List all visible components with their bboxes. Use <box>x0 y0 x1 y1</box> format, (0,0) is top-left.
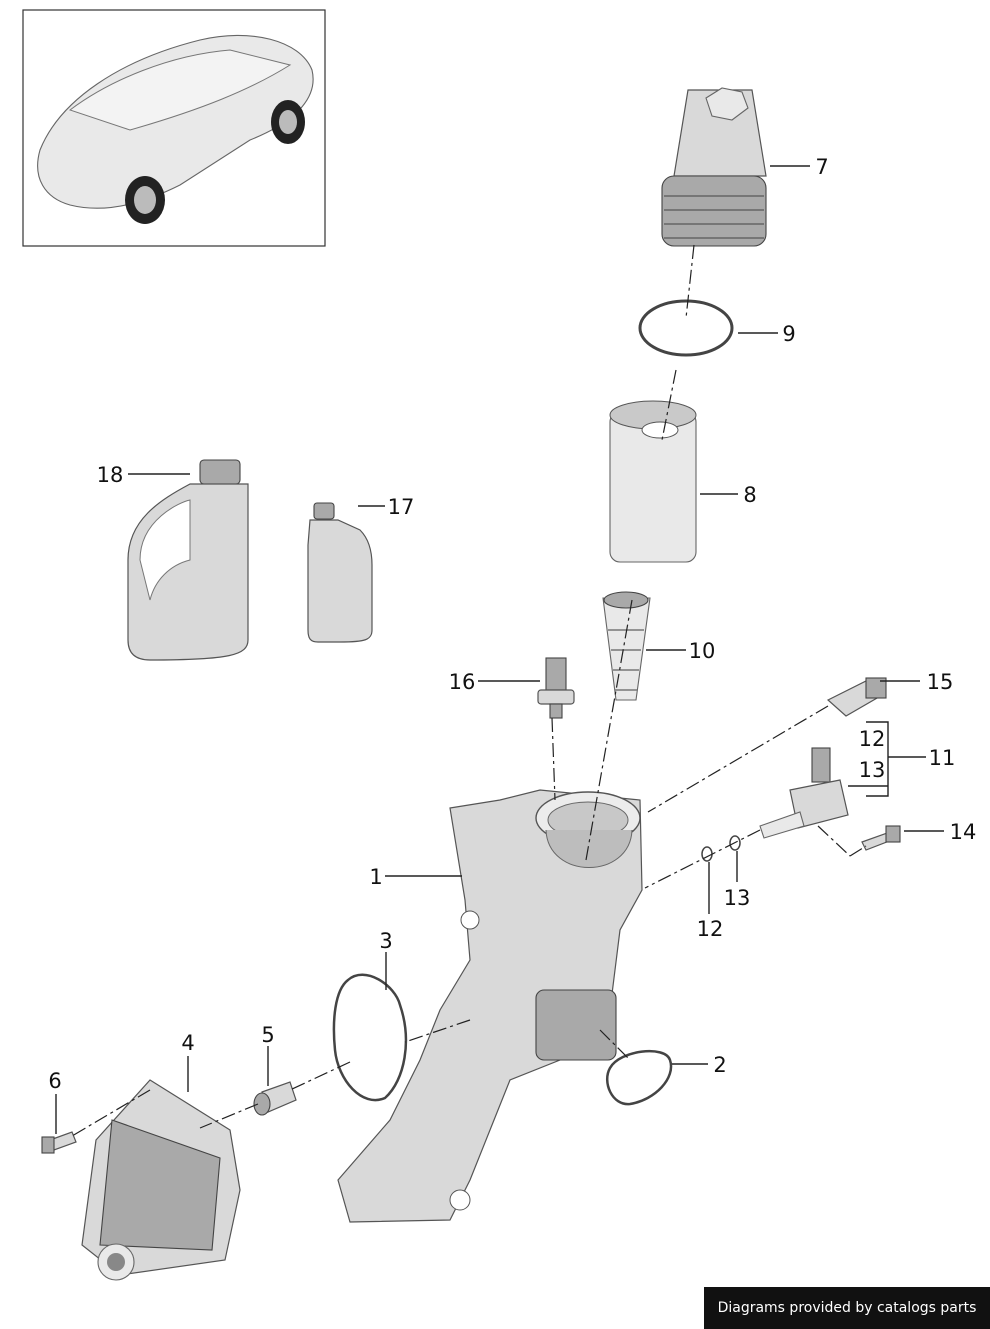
o-ring-13 <box>729 835 741 851</box>
vehicle-thumbnail <box>22 9 326 247</box>
callout-2: 2 <box>713 1053 726 1077</box>
leader-lines <box>55 165 944 1134</box>
oil-can-large <box>127 459 249 661</box>
callout-13-group: 13 <box>859 758 886 782</box>
callout-15: 15 <box>927 670 954 694</box>
oil-filter-housing <box>337 789 643 1223</box>
oil-bottle-small <box>307 502 373 643</box>
callout-18: 18 <box>97 463 124 487</box>
oil-filter-element <box>609 400 697 563</box>
gasket-3 <box>332 973 408 1102</box>
callout-13: 13 <box>724 886 751 910</box>
callout-3: 3 <box>379 929 392 953</box>
callout-9: 9 <box>782 322 795 346</box>
callout-7: 7 <box>815 155 828 179</box>
sleeve-5 <box>253 1081 297 1116</box>
callout-8: 8 <box>743 483 756 507</box>
callout-17: 17 <box>388 495 415 519</box>
callout-6: 6 <box>48 1069 61 1093</box>
assembly-axes <box>71 244 867 1137</box>
oil-cooler <box>81 1079 241 1281</box>
bolt-14 <box>861 825 901 851</box>
temperature-sensor <box>826 677 887 717</box>
callout-12-group: 12 <box>859 727 886 751</box>
seal-ring <box>638 299 734 357</box>
oil-filter-cap <box>661 87 767 247</box>
callout-labels: 1 2 3 4 5 6 7 8 9 10 11 12 12 13 13 14 1… <box>48 155 976 1093</box>
callout-5: 5 <box>261 1023 274 1047</box>
solenoid-valve <box>759 747 849 839</box>
gasket-2 <box>605 1049 673 1106</box>
filter-insert <box>602 591 651 701</box>
callout-16: 16 <box>449 670 476 694</box>
callout-10: 10 <box>689 639 716 663</box>
callout-1: 1 <box>369 865 382 889</box>
callout-12: 12 <box>697 917 724 941</box>
callout-14: 14 <box>950 820 977 844</box>
attribution-text: Diagrams provided by catalogs parts <box>717 1300 977 1316</box>
bolt-6 <box>41 1131 77 1154</box>
oil-pressure-sensor <box>537 657 575 719</box>
callout-11: 11 <box>929 746 956 770</box>
attribution-banner: Diagrams provided by catalogs parts <box>704 1287 990 1329</box>
callout-4: 4 <box>181 1031 194 1055</box>
